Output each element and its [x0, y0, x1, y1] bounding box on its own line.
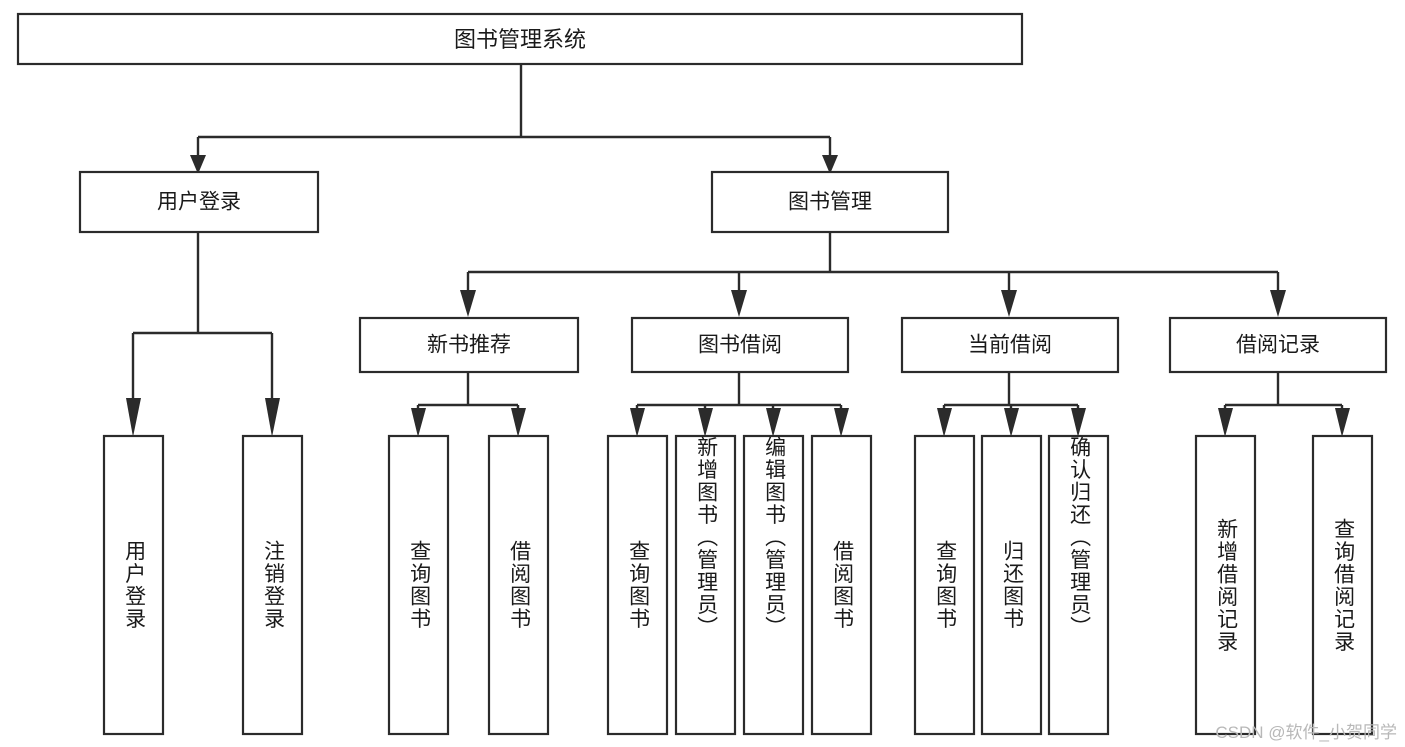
node-new-book-recommend[interactable]: 新书推荐	[358, 316, 580, 374]
node-box-current-borrow[interactable]	[900, 316, 1120, 374]
leaf-box-user-login-1[interactable]	[102, 434, 165, 736]
arrow-head-current-borrow	[1001, 290, 1017, 317]
node-label-borrow-record: 借阅记录	[1236, 334, 1320, 357]
arrow-head-bb-leaf-2	[698, 408, 713, 437]
arrow-head-borrow-record	[1270, 290, 1286, 317]
node-label-current-borrow: 当前借阅	[968, 334, 1052, 357]
leaf-box-book-borrow-3[interactable]	[742, 434, 805, 736]
leaf-box-book-borrow-4[interactable]	[810, 434, 873, 736]
node-box-book-borrow[interactable]	[630, 316, 850, 374]
arrow-head-bb-leaf-1	[630, 408, 645, 437]
arrow-head-cb-leaf-2	[1004, 408, 1019, 437]
arrow-head-cb-leaf-1	[937, 408, 952, 437]
leaf-box-new-book-1[interactable]	[387, 434, 450, 736]
node-label-root: 图书管理系统	[454, 27, 586, 52]
node-label-book-borrow: 图书借阅	[698, 334, 782, 357]
leaf-box-current-borrow-3[interactable]	[1047, 434, 1110, 736]
node-root-book-management-system[interactable]: 图书管理系统	[16, 12, 1024, 66]
arrow-head-br-leaf-2	[1335, 408, 1350, 437]
connector-group-new-book-children	[411, 372, 526, 437]
node-box-new-book-recommend[interactable]	[358, 316, 580, 374]
connector-group-root-to-level2	[190, 64, 838, 174]
arrow-head-nb-leaf-2	[511, 408, 526, 437]
leaf-box-book-borrow-1[interactable]	[606, 434, 669, 736]
arrow-head-leaf-user-login	[126, 398, 141, 437]
leaf-box-borrow-record-2[interactable]	[1311, 434, 1374, 736]
leaf-boxes-current-borrow	[913, 434, 1110, 736]
connector-group-borrow-record-children	[1218, 372, 1350, 437]
connector-group-user-login-children	[126, 232, 280, 437]
node-current-borrow[interactable]: 当前借阅	[900, 316, 1120, 374]
leaf-boxes-user-login	[102, 434, 304, 736]
node-box-book-management[interactable]	[710, 170, 950, 234]
node-box-borrow-record[interactable]	[1168, 316, 1388, 374]
leaf-box-borrow-record-1[interactable]	[1194, 434, 1257, 736]
leaf-box-new-book-2[interactable]	[487, 434, 550, 736]
arrow-head-cb-leaf-3	[1071, 408, 1086, 437]
leaf-boxes-book-borrow	[606, 434, 873, 736]
leaf-boxes-borrow-record	[1194, 434, 1374, 736]
node-box-root[interactable]	[16, 12, 1024, 66]
arrow-head-user-login	[190, 155, 206, 174]
node-label-user-login: 用户登录	[157, 191, 241, 214]
leaf-boxes-new-book-recommend	[387, 434, 550, 736]
node-book-management[interactable]: 图书管理	[710, 170, 950, 234]
connector-group-book-manage-children	[460, 232, 1286, 317]
arrow-head-book-manage	[822, 155, 838, 174]
connector-group-book-borrow-children	[630, 372, 849, 437]
arrow-head-br-leaf-1	[1218, 408, 1233, 437]
arrow-head-bb-leaf-3	[766, 408, 781, 437]
node-label-book-management: 图书管理	[788, 191, 872, 214]
node-book-borrow[interactable]: 图书借阅	[630, 316, 850, 374]
leaf-box-current-borrow-1[interactable]	[913, 434, 976, 736]
node-borrow-record[interactable]: 借阅记录	[1168, 316, 1388, 374]
arrow-head-leaf-logout	[265, 398, 280, 437]
leaf-box-user-login-2[interactable]	[241, 434, 304, 736]
arrow-head-book-borrow	[731, 290, 747, 317]
arrow-head-nb-leaf-1	[411, 408, 426, 437]
leaf-box-book-borrow-2[interactable]	[674, 434, 737, 736]
node-box-user-login[interactable]	[78, 170, 320, 234]
node-user-login[interactable]: 用户登录	[78, 170, 320, 234]
connector-group-current-borrow-children	[937, 372, 1086, 437]
arrow-head-bb-leaf-4	[834, 408, 849, 437]
node-label-new-book-recommend: 新书推荐	[427, 334, 511, 357]
arrow-head-new-book-recommend	[460, 290, 476, 317]
leaf-box-current-borrow-2[interactable]	[980, 434, 1043, 736]
